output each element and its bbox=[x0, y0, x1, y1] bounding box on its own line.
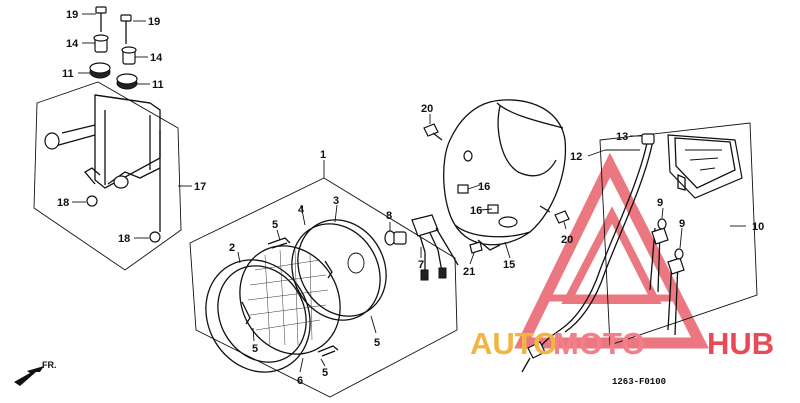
callout-9-left: 9 bbox=[657, 197, 663, 209]
callout-3: 3 bbox=[333, 195, 339, 207]
callout-14-right: 14 bbox=[150, 52, 163, 64]
callout-15: 15 bbox=[503, 259, 515, 271]
callout-21: 21 bbox=[463, 266, 475, 278]
callout-7: 7 bbox=[418, 259, 424, 271]
watermark-part-2: MOTO bbox=[553, 326, 645, 361]
callout-19-right: 19 bbox=[148, 16, 160, 28]
speedometer-assembly bbox=[521, 122, 758, 373]
callout-20-lower: 20 bbox=[561, 234, 573, 246]
callout-labels: 19 19 14 14 11 11 17 18 18 1 2 3 4 5 5 5… bbox=[57, 9, 764, 387]
watermark-part-3: HUB bbox=[707, 326, 774, 361]
callout-8: 8 bbox=[386, 210, 392, 222]
headlight-case bbox=[423, 99, 570, 265]
callout-12: 12 bbox=[570, 151, 582, 163]
callout-4: 4 bbox=[298, 204, 305, 216]
watermark-part-1: AUTO bbox=[470, 326, 557, 361]
callout-11-left: 11 bbox=[62, 68, 74, 80]
callout-16-lower: 16 bbox=[470, 205, 482, 217]
watermark-text: AUTO MOTO HUB bbox=[470, 326, 774, 361]
callout-5-right: 5 bbox=[374, 337, 380, 349]
callout-5-bottom: 5 bbox=[322, 367, 328, 379]
callout-5-top: 5 bbox=[272, 219, 278, 231]
headlight-assembly bbox=[189, 160, 459, 398]
callout-9-right: 9 bbox=[679, 218, 685, 230]
callout-6: 6 bbox=[297, 375, 303, 387]
bracket-panel bbox=[33, 6, 192, 271]
diagram-code: 1263-F0100 bbox=[612, 377, 666, 387]
callout-13: 13 bbox=[616, 131, 628, 143]
callout-1: 1 bbox=[320, 149, 326, 161]
front-direction-arrow: FR. bbox=[14, 360, 57, 386]
callout-2: 2 bbox=[229, 242, 235, 254]
callout-18-lower: 18 bbox=[118, 233, 130, 245]
callout-19-left: 19 bbox=[66, 9, 78, 21]
callout-17: 17 bbox=[194, 181, 206, 193]
watermark-logo bbox=[514, 152, 709, 349]
callout-16-upper: 16 bbox=[478, 181, 490, 193]
callout-14-left: 14 bbox=[66, 38, 79, 50]
callout-18-upper: 18 bbox=[57, 197, 69, 209]
callout-11-right: 11 bbox=[152, 79, 164, 91]
callout-10: 10 bbox=[752, 221, 764, 233]
direction-label: FR. bbox=[42, 360, 57, 370]
callout-5-left: 5 bbox=[252, 343, 258, 355]
callout-20-upper: 20 bbox=[421, 103, 433, 115]
